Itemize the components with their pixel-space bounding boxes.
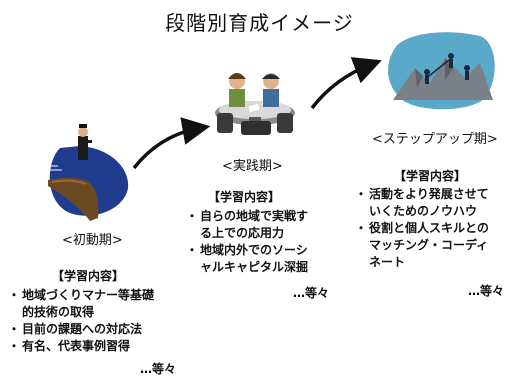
list-item: 役割と個人スキルとの bbox=[355, 220, 489, 237]
stage-list-stepup: 活動をより発展させて いくためのノウハウ 役割と個人スキルとの マッチング・コー… bbox=[355, 186, 489, 271]
stage-list-initial: 地域づくりマナー等基礎 的技術の取得 目前の課題への対応法 有名、代表事例習得 bbox=[8, 287, 154, 355]
meeting-table-icon bbox=[215, 73, 295, 135]
stage-list-practice: 自らの地域で実戦す る上での応用力 地域内外でのソーシ ャルキャピタル深掘 bbox=[186, 208, 308, 276]
stage-heading-initial: 【学習内容】 bbox=[52, 269, 125, 283]
list-item: いくためのノウハウ bbox=[369, 204, 478, 218]
list-item: 自らの地域で実戦す bbox=[186, 208, 308, 225]
stage-name-practice: <実践期> bbox=[222, 159, 283, 174]
list-item: 活動をより発展させて bbox=[355, 186, 489, 203]
etc-initial: …等々 bbox=[140, 362, 177, 376]
list-item: ネート bbox=[369, 255, 406, 269]
list-item: 的技術の取得 bbox=[22, 305, 95, 319]
stage-name-stepup: <ステップアップ期> bbox=[372, 132, 498, 147]
stage-name-initial: <初動期> bbox=[62, 233, 123, 248]
list-item: 有名、代表事例習得 bbox=[8, 338, 154, 355]
stage-heading-stepup: 【学習内容】 bbox=[394, 169, 467, 183]
stage-heading-practice: 【学習内容】 bbox=[208, 190, 281, 204]
ship-captain-icon bbox=[48, 124, 129, 221]
list-item: マッチング・コーディ bbox=[369, 238, 489, 252]
list-item: 地域づくりマナー等基礎 bbox=[8, 287, 154, 304]
mountain-climbing-icon bbox=[388, 32, 495, 110]
etc-stepup: …等々 bbox=[468, 284, 505, 298]
list-item: 地域内外でのソーシ bbox=[186, 242, 308, 259]
list-item: 目前の課題への対応法 bbox=[8, 321, 154, 338]
list-item: ャルキャピタル深掘 bbox=[200, 260, 309, 274]
page-title: 段階別育成イメージ bbox=[165, 11, 354, 35]
etc-practice: …等々 bbox=[293, 286, 330, 300]
list-item: る上での応用力 bbox=[200, 226, 285, 240]
